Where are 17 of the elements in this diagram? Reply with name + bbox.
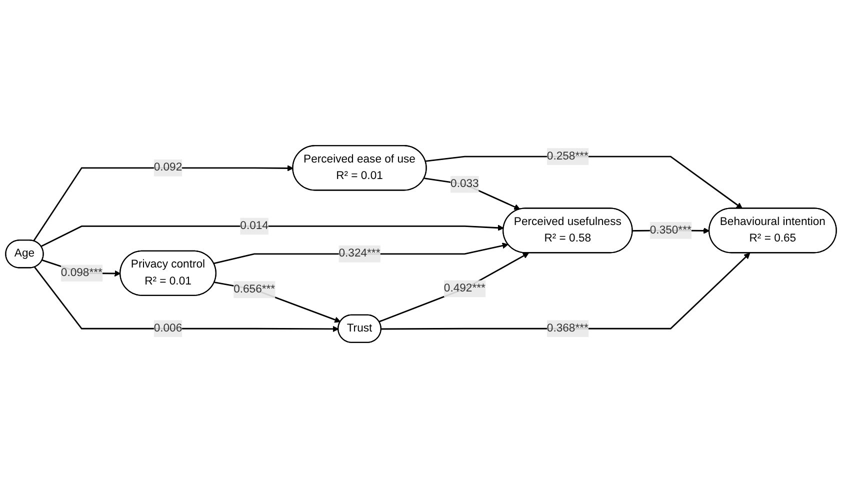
arrow (214, 243, 508, 265)
arrow (33, 166, 294, 242)
edge-label: 0.656*** (234, 284, 276, 296)
arrow (40, 225, 504, 248)
arrow (381, 253, 750, 330)
edge-label: 0.350*** (650, 224, 692, 237)
edge-label: 0.014 (240, 220, 268, 232)
edge-label: 0.324*** (338, 248, 380, 260)
arrow (34, 267, 339, 333)
arrow (378, 253, 529, 323)
edge-label: 0.492*** (444, 282, 486, 295)
edge-label: 0.006 (154, 322, 182, 335)
edge-label: 0.033 (450, 178, 479, 190)
edge-label: 0.368*** (546, 322, 588, 335)
edge-label: 0.098*** (60, 267, 102, 280)
edge-label: 0.092 (154, 162, 182, 174)
edge-label: 0.258*** (546, 150, 588, 163)
